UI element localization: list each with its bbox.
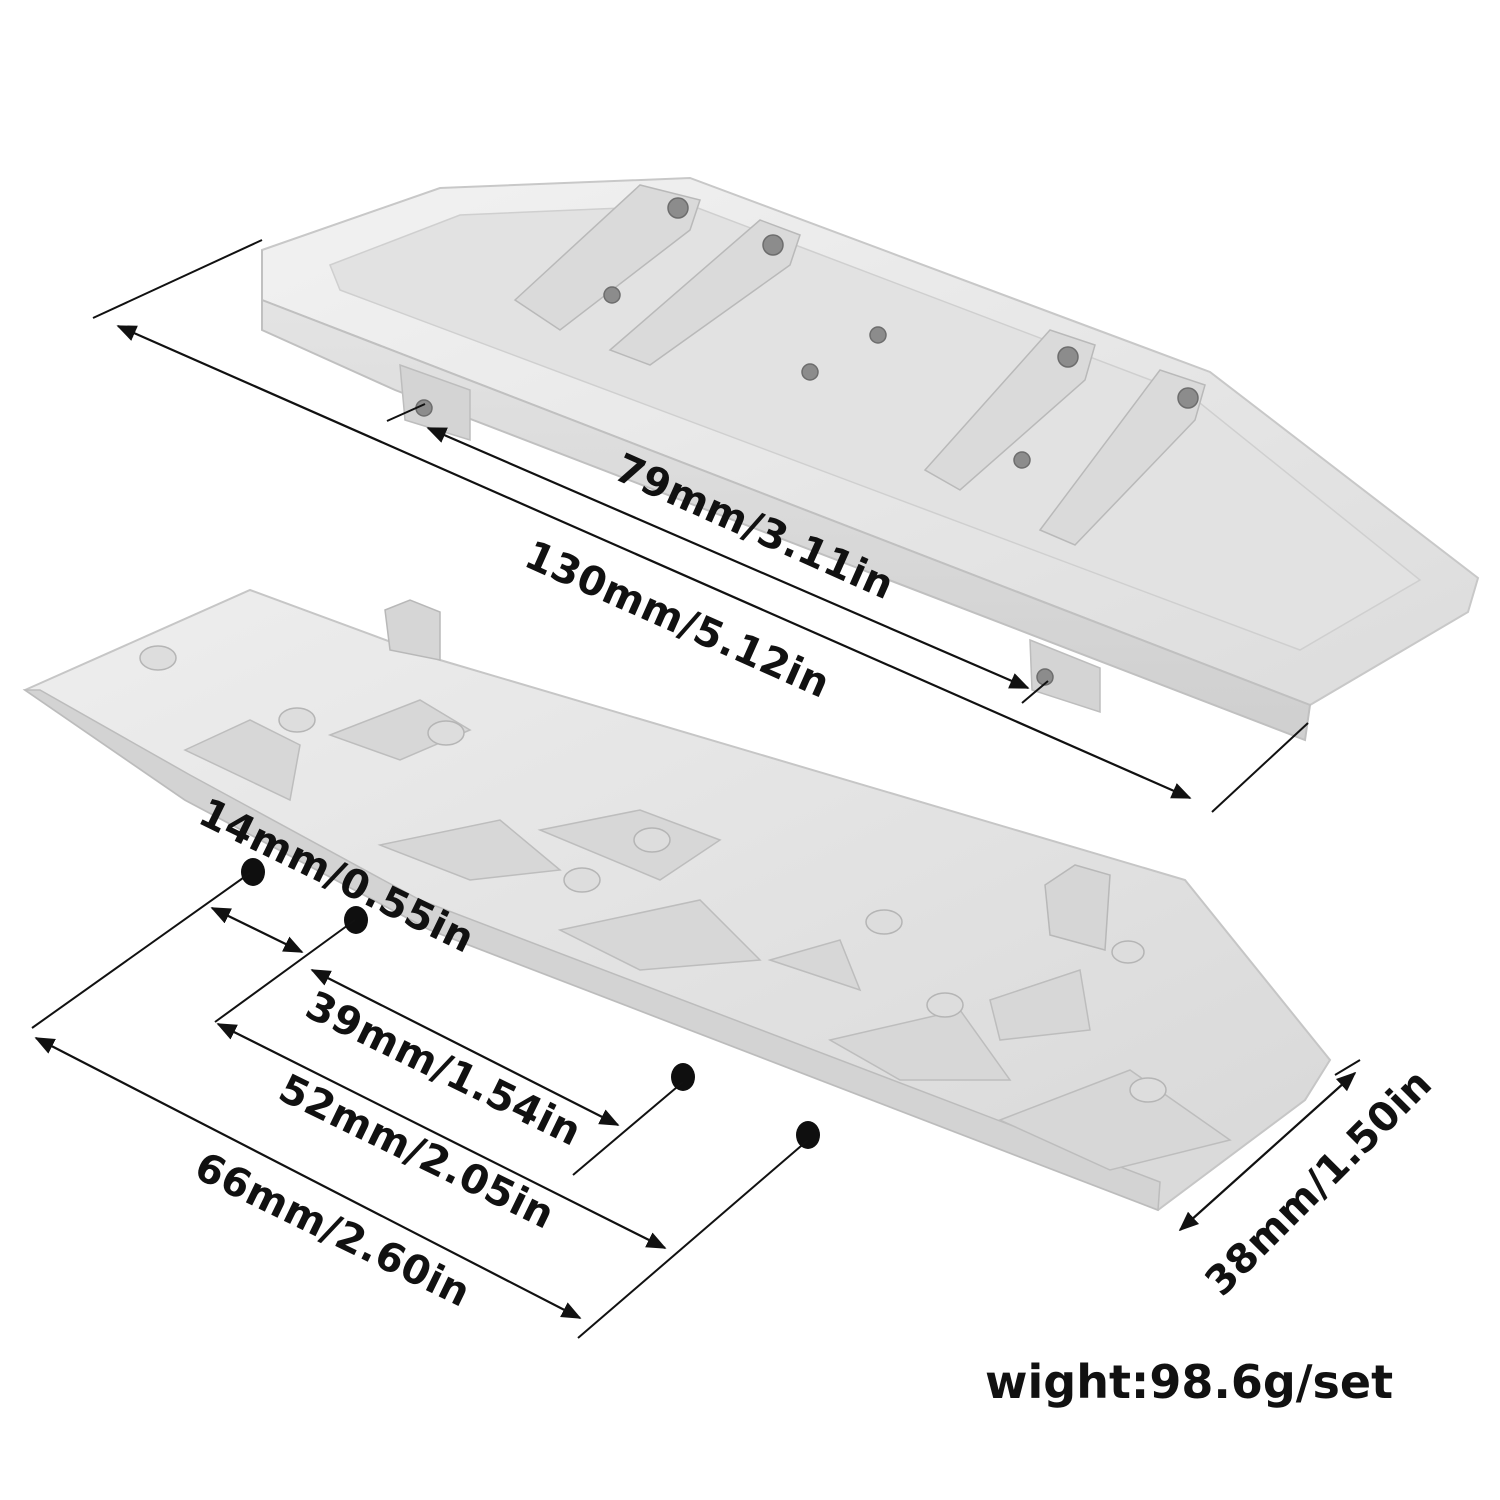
weight-label: wight:98.6g/set: [985, 1355, 1393, 1409]
dimension-lines: [31, 239, 1361, 1339]
bottom-part-tab-left: [384, 599, 441, 661]
bottom-part-side-holes: [241, 858, 820, 1149]
bottom-skid-part: [22, 588, 1332, 1212]
bottom-part-front-face: [22, 689, 1161, 1212]
bottom-part-tab-right: [1044, 864, 1111, 951]
top-bumper-part: [261, 176, 1480, 742]
